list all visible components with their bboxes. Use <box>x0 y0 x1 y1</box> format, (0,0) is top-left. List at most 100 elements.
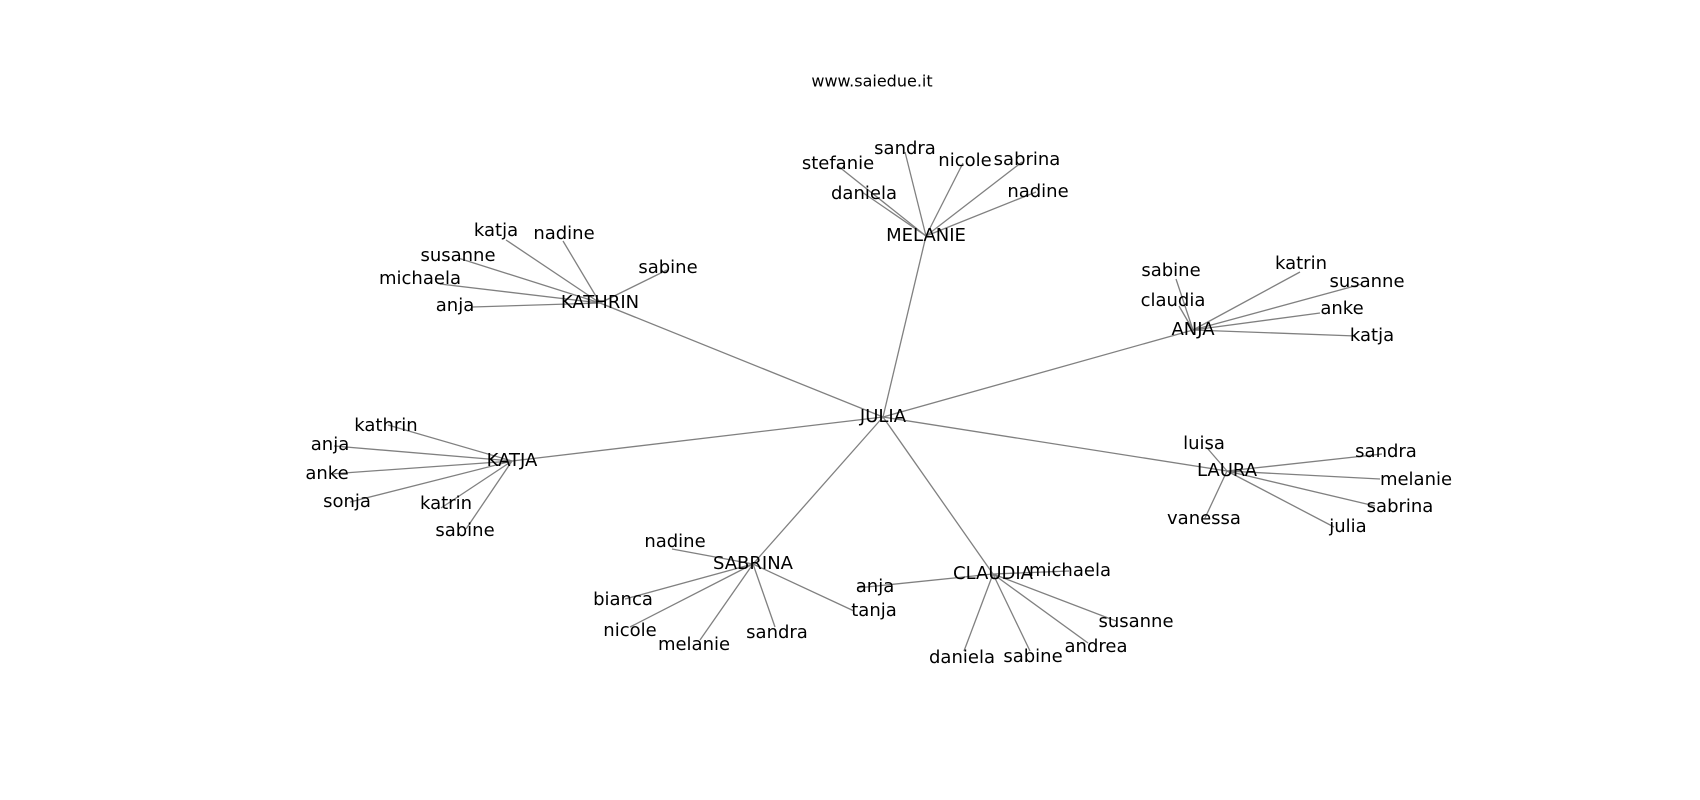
leaf-node-label-anja-katrin: katrin <box>1275 253 1327 274</box>
leaf-node-label-sabrina-melanie: melanie <box>658 634 730 655</box>
edge-laura-vanessa <box>1204 470 1228 519</box>
leaf-node-label-kathrin-michaela: michaela <box>379 268 461 289</box>
edge-anja-sabine <box>1175 278 1194 331</box>
hub-node-label-melanie: MELANIE <box>886 225 966 246</box>
edge-anja-katja <box>1192 329 1357 337</box>
edge-katja-sonja <box>349 460 513 503</box>
leaf-node-label-claudia-daniela: daniela <box>929 647 995 668</box>
leaf-node-label-laura-luisa: luisa <box>1183 433 1225 454</box>
edge-sabrina-nicole <box>629 563 754 628</box>
edge-claudia-michaela <box>992 570 1070 575</box>
leaf-node-label-sabrina-tanja: tanja <box>851 600 897 621</box>
leaf-node-label-katja-sonja: sonja <box>323 491 371 512</box>
edge-laura-luisa <box>1207 448 1228 472</box>
leaf-node-label-anja-susanne: susanne <box>1329 271 1404 292</box>
leaf-node-label-melanie-sabrina: sabrina <box>994 149 1061 170</box>
edge-katja-anja <box>333 445 513 462</box>
leaf-node-label-sabrina-sandra: sandra <box>746 622 808 643</box>
hub-node-label-sabrina: SABRINA <box>713 553 794 574</box>
leaf-node-label-sabrina-nicole: nicole <box>603 620 656 641</box>
hub-node-label-anja: ANJA <box>1171 319 1215 340</box>
leaf-node-label-anja-anke: anke <box>1320 298 1363 319</box>
hub-node-label-claudia: CLAUDIA <box>953 563 1034 584</box>
edge-claudia-daniela <box>963 573 994 652</box>
hub-node-label-kathrin: KATHRIN <box>561 292 639 313</box>
edge-laura-melanie <box>1226 470 1381 480</box>
edge-claudia-anja <box>856 573 994 589</box>
edge-sabrina-nadine <box>671 548 754 565</box>
leaf-node-label-katja-sabine: sabine <box>435 520 494 541</box>
edge-katja-kathrin <box>387 424 513 462</box>
edge-kathrin-sabine <box>599 269 668 304</box>
edge-sabrina-bianca <box>624 563 754 600</box>
leaf-node-label-laura-melanie: melanie <box>1380 469 1452 490</box>
edge-melanie-nicole <box>925 162 964 237</box>
leaf-node-label-melanie-sandra: sandra <box>874 138 936 159</box>
leaf-node-label-kathrin-sabine: sabine <box>638 257 697 278</box>
leaf-node-label-laura-vanessa: vanessa <box>1167 508 1241 529</box>
edge-melanie-sandra <box>904 151 927 237</box>
edge-sabrina-melanie <box>699 563 754 641</box>
edge-root-katja <box>511 416 884 462</box>
diagram-title: www.saiedue.it <box>811 72 932 91</box>
leaf-node-label-katja-katrin: katrin <box>420 493 472 514</box>
leaf-node-label-kathrin-anja: anja <box>436 295 474 316</box>
leaf-node-label-katja-anja: anja <box>311 434 349 455</box>
leaf-node-label-claudia-michaela: michaela <box>1029 560 1111 581</box>
edge-claudia-sabine <box>992 573 1031 652</box>
edge-root-melanie <box>882 235 927 418</box>
leaf-node-label-melanie-stefanie: stefanie <box>802 153 874 174</box>
leaf-node-label-anja-claudia: claudia <box>1141 290 1206 311</box>
edge-melanie-nadine <box>925 191 1037 237</box>
leaf-node-label-sabrina-bianca: bianca <box>593 589 653 610</box>
edge-kathrin-katja <box>505 239 601 304</box>
edge-sabrina-tanja <box>752 563 855 612</box>
edge-kathrin-michaela <box>439 283 601 304</box>
leaf-node-label-laura-julia: julia <box>1328 516 1366 537</box>
hub-node-label-katja: KATJA <box>487 450 538 471</box>
edge-sabrina-sandra <box>752 563 776 628</box>
edge-laura-sabrina <box>1226 470 1376 507</box>
edge-kathrin-nadine <box>562 240 601 304</box>
leaf-node-label-melanie-daniela: daniela <box>831 183 897 204</box>
edge-root-laura <box>882 416 1228 472</box>
edge-melanie-daniela <box>861 191 927 237</box>
edges <box>329 151 1383 652</box>
edge-root-sabrina <box>752 416 884 565</box>
leaf-node-label-kathrin-nadine: nadine <box>533 223 594 244</box>
leaf-node-label-laura-sabrina: sabrina <box>1367 496 1434 517</box>
edge-anja-katrin <box>1192 271 1301 331</box>
leaf-node-label-kathrin-katja: katja <box>474 220 518 241</box>
edge-laura-sandra <box>1226 453 1383 472</box>
edge-katja-katrin <box>440 460 513 509</box>
leaf-node-label-sabrina-nadine: nadine <box>644 531 705 552</box>
edge-anja-anke <box>1192 312 1321 331</box>
leaf-node-label-melanie-nadine: nadine <box>1007 181 1068 202</box>
edge-anja-claudia <box>1178 305 1194 331</box>
leaf-node-label-anja-katja: katja <box>1350 325 1394 346</box>
edge-melanie-stefanie <box>837 165 927 237</box>
edge-katja-sabine <box>465 460 513 530</box>
edge-claudia-andrea <box>992 573 1089 644</box>
edge-root-kathrin <box>599 302 884 418</box>
leaf-node-label-claudia-sabine: sabine <box>1003 646 1062 667</box>
edge-kathrin-anja <box>471 302 601 308</box>
edge-katja-anke <box>329 460 513 475</box>
leaf-node-label-katja-kathrin: kathrin <box>354 415 417 436</box>
edge-claudia-susanne <box>992 573 1117 622</box>
leaf-node-label-melanie-nicole: nicole <box>938 150 991 171</box>
leaf-node-label-kathrin-susanne: susanne <box>420 245 495 266</box>
leaf-node-label-anja-sabine: sabine <box>1141 260 1200 281</box>
edge-root-anja <box>882 329 1194 418</box>
leaf-node-label-katja-anke: anke <box>305 463 348 484</box>
leaf-node-label-claudia-andrea: andrea <box>1065 636 1128 657</box>
edge-anja-susanne <box>1192 283 1363 331</box>
leaf-node-label-laura-sandra: sandra <box>1355 441 1417 462</box>
edge-kathrin-susanne <box>457 257 601 304</box>
edge-root-claudia <box>882 416 994 575</box>
hub-node-label-laura: LAURA <box>1197 460 1258 481</box>
edge-melanie-sabrina <box>925 161 1023 237</box>
edge-laura-julia <box>1226 470 1335 528</box>
